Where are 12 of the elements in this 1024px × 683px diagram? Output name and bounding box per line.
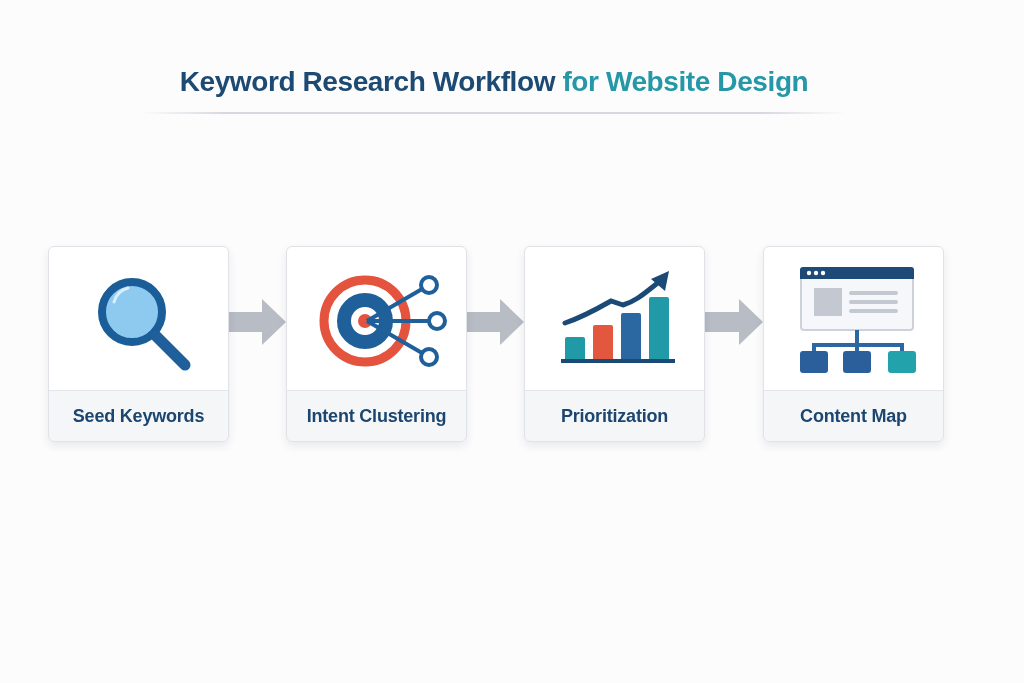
step-card: [763, 246, 944, 442]
step-card: [48, 246, 229, 442]
step-card: [524, 246, 705, 442]
step-card: [286, 246, 467, 442]
step-label: Seed Keywords: [72, 406, 205, 426]
step-label: Content Map: [800, 406, 907, 426]
step-label: Prioritization: [560, 406, 669, 426]
arrow: [229, 299, 286, 345]
step-label: Intent Clustering: [306, 406, 447, 426]
diagram-title: Keyword Research Workflow for Website Design: [179, 66, 809, 97]
arrow: [705, 299, 763, 345]
arrow: [467, 299, 524, 345]
